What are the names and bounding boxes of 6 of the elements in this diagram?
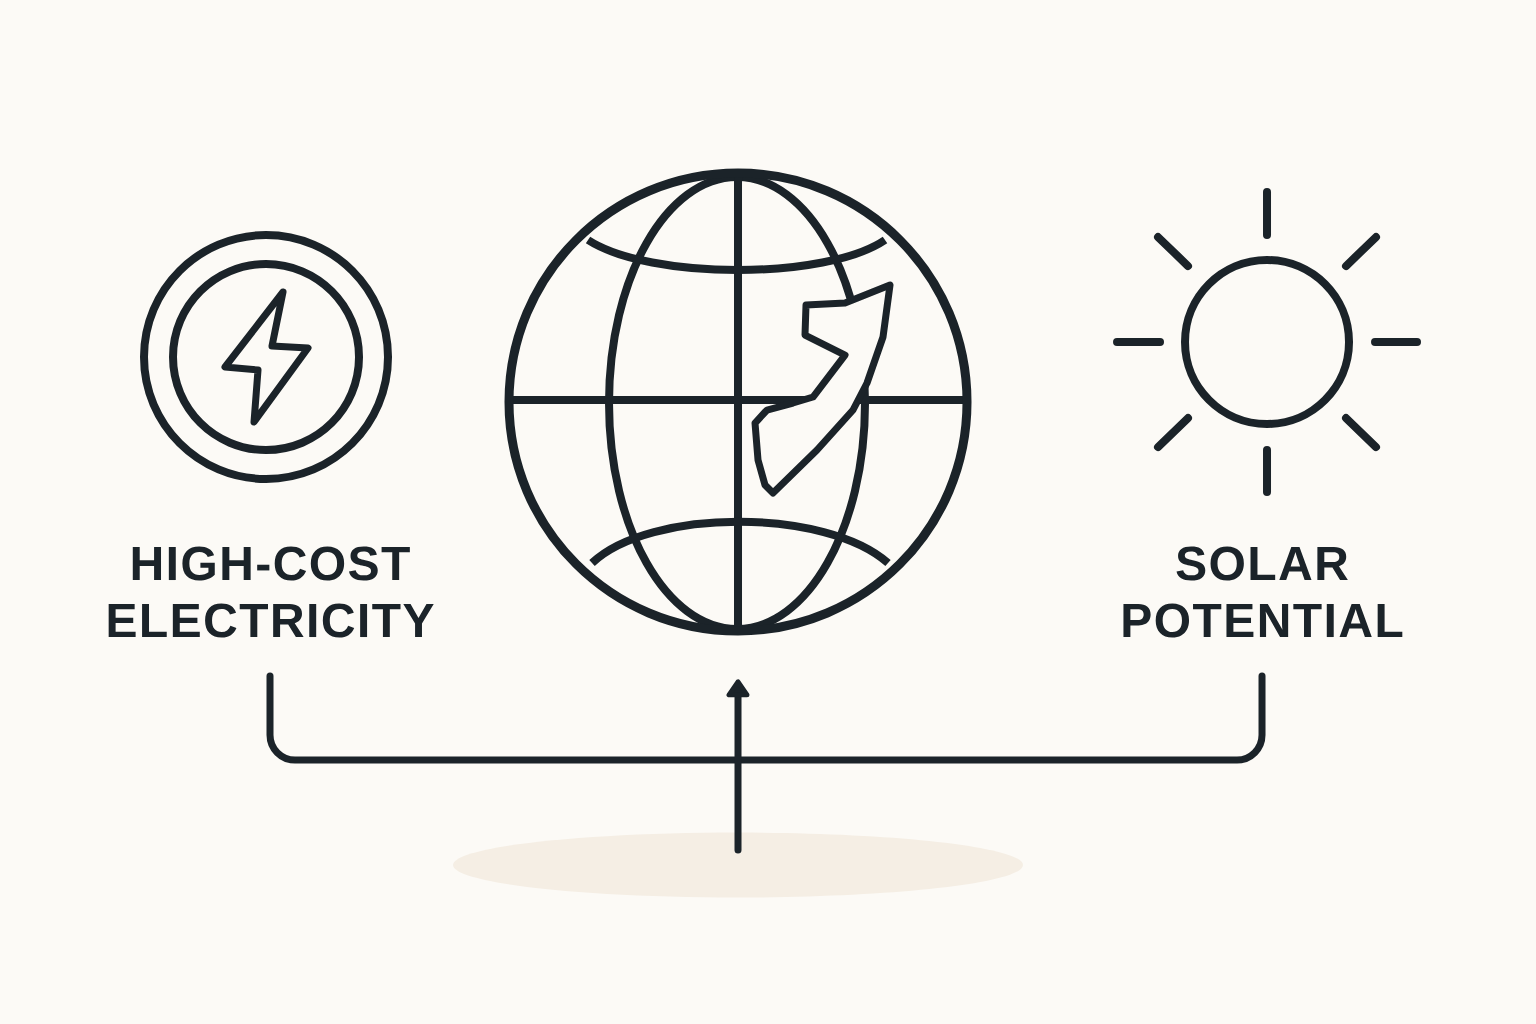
arrow [726, 679, 750, 854]
connector-line [266, 672, 1266, 764]
label: SOLAR POTENTIAL [1123, 546, 1403, 638]
shadow-ellipse [453, 832, 1023, 898]
globe-picture [504, 168, 972, 636]
label: HIGH-COST ELECTRICITY [108, 546, 434, 638]
